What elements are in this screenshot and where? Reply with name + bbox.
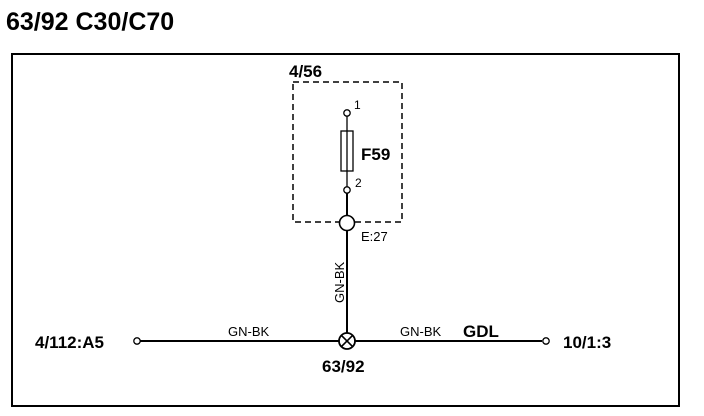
right-wire-color-label: GN-BK	[400, 324, 442, 339]
left-connector-label: 4/112:A5	[35, 333, 104, 352]
connector-e27-label: E:27	[361, 229, 388, 244]
fuse-pin-2-terminal	[343, 186, 351, 194]
vertical-wire-color-label: GN-BK	[332, 262, 347, 304]
fuse-pin-2-label: 2	[355, 176, 362, 190]
ground-point-cross-b	[340, 334, 354, 348]
fuse-pin-1-label: 1	[354, 98, 361, 112]
diagram-frame	[11, 53, 680, 407]
left-terminal	[133, 337, 141, 345]
fuse-label: F59	[361, 145, 390, 164]
diagram-title: 63/92 C30/C70	[6, 8, 174, 36]
fuse-pin-1-terminal	[343, 109, 351, 117]
ground-point-label: 63/92	[322, 357, 365, 376]
component-box-label: 4/56	[289, 62, 322, 81]
connector-e27	[338, 214, 356, 232]
right-wire-tag-label: GDL	[463, 322, 499, 341]
right-connector-label: 10/1:3	[563, 333, 611, 352]
right-terminal	[542, 337, 550, 345]
left-wire-color-label: GN-BK	[228, 324, 270, 339]
